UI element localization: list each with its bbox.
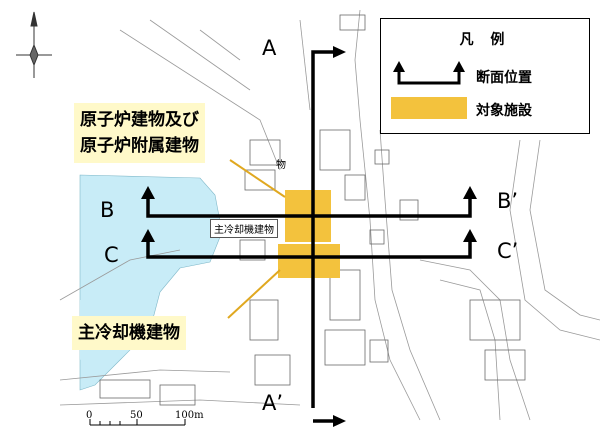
section-line-b bbox=[146, 197, 472, 218]
legend-facility-label: 対象施設 bbox=[476, 103, 532, 119]
scale-bar bbox=[89, 419, 186, 426]
cooling-leader bbox=[227, 269, 281, 319]
section-label-c-prime: C’ bbox=[497, 239, 519, 263]
legend-section-label: 断面位置 bbox=[476, 70, 532, 86]
section-line-c bbox=[146, 240, 472, 259]
cooling-building-callout: 主冷却機建物 bbox=[72, 316, 186, 350]
section-label-a-prime: A’ bbox=[262, 391, 284, 415]
cooling-building bbox=[278, 244, 340, 278]
reactor-building-callout: 原子炉建物及び 原子炉附属建物 bbox=[74, 103, 205, 163]
building-tag: 主冷却機建物 bbox=[210, 219, 278, 238]
scale-label-zero: 0 bbox=[86, 410, 93, 421]
scale-label-max: 100m bbox=[175, 410, 204, 421]
section-label-b: B bbox=[100, 198, 115, 222]
section-line-a bbox=[311, 50, 333, 408]
reactor-callout-line1: 原子炉建物及び bbox=[80, 110, 199, 130]
section-label-c: C bbox=[104, 243, 119, 267]
reactor-leader bbox=[229, 159, 286, 198]
partial-map-label: 物 bbox=[276, 160, 286, 171]
section-label-b-prime: B’ bbox=[497, 189, 519, 213]
section-label-a: A bbox=[262, 36, 277, 60]
scale-label-mid: 50 bbox=[130, 410, 143, 421]
reactor-callout-line2: 原子炉附属建物 bbox=[80, 136, 199, 156]
legend-title: 凡 例 bbox=[459, 32, 511, 48]
legend-box: 凡 例 断面位置 対象施設 bbox=[380, 18, 590, 134]
north-arrow-icon bbox=[16, 11, 52, 78]
legend-facility-swatch bbox=[391, 97, 467, 119]
map-buildings bbox=[99, 14, 526, 406]
legend-symbols bbox=[391, 61, 467, 119]
